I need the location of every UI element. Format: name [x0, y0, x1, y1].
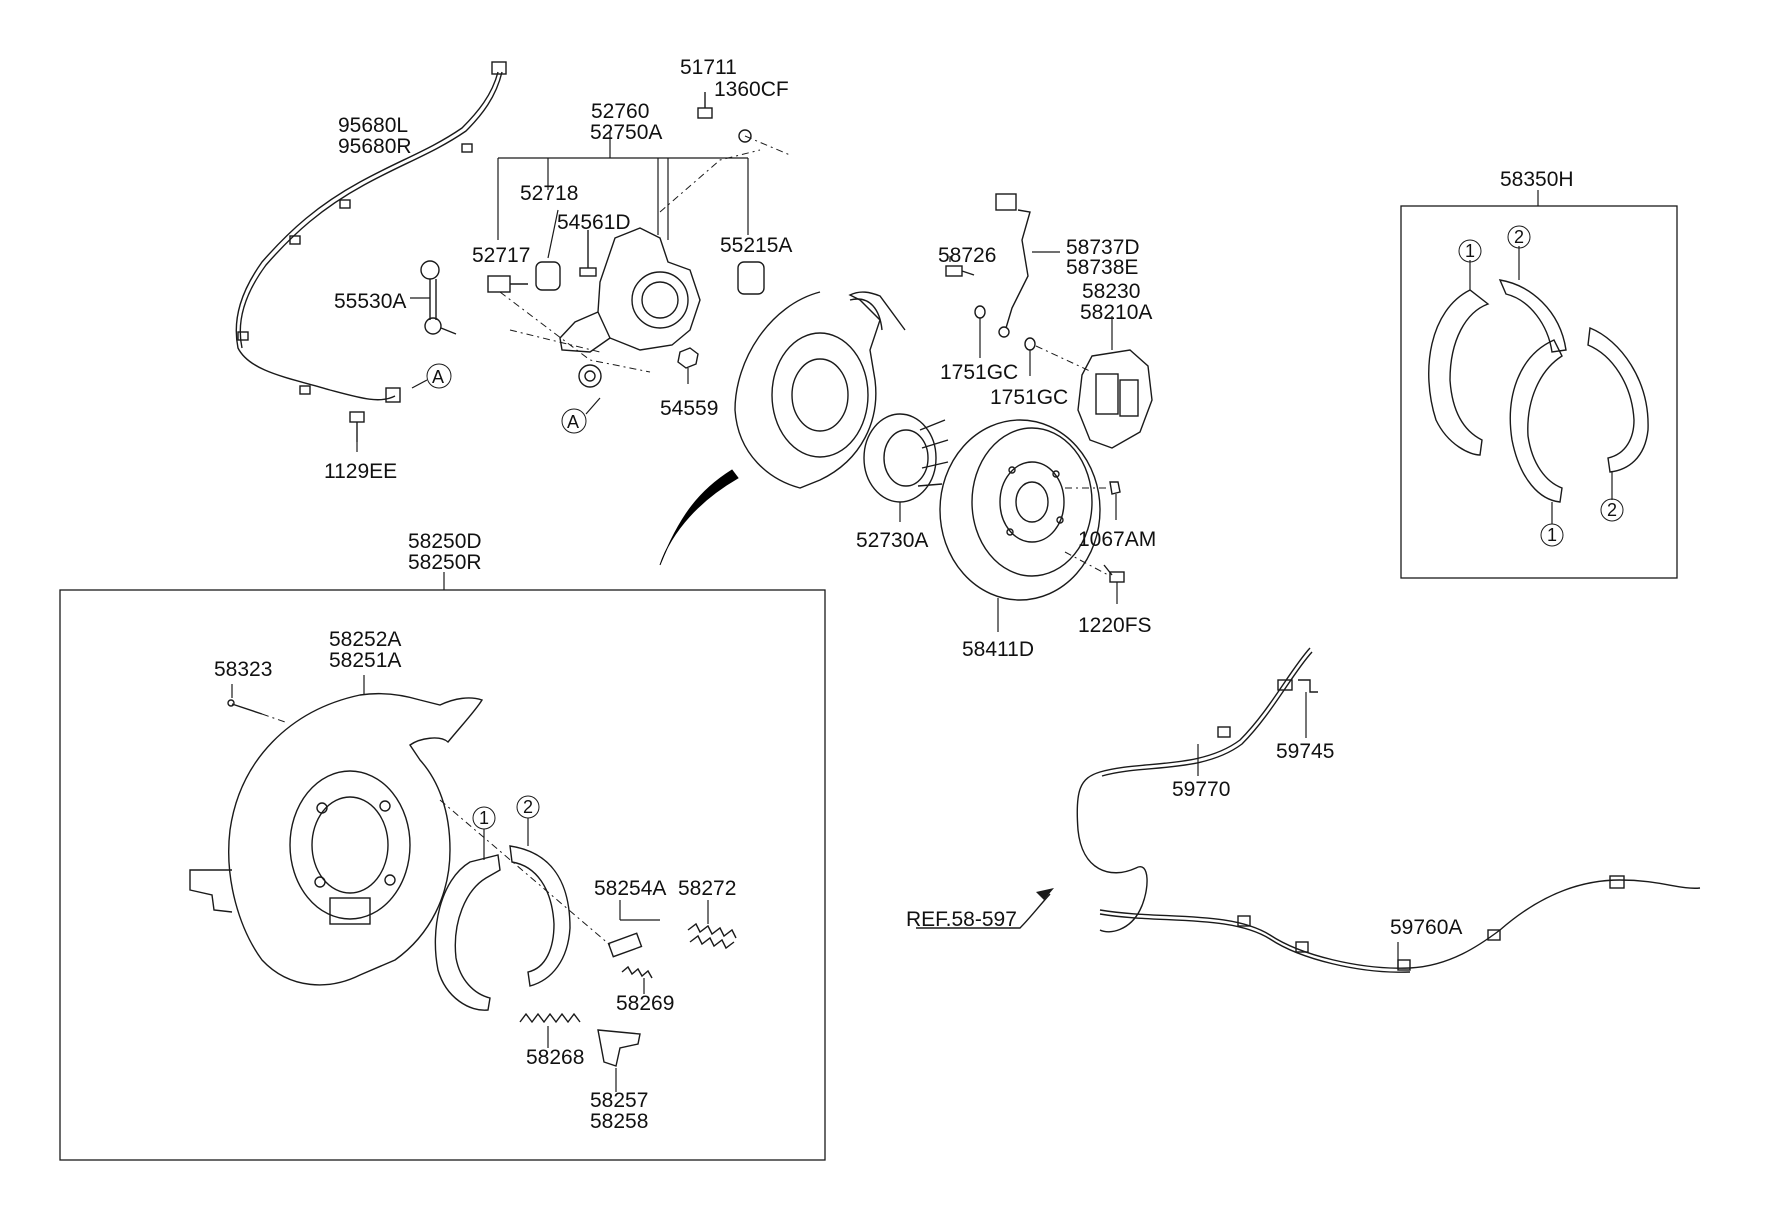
shoe-callout-1-text: 1 [479, 808, 489, 828]
label-52717: 52717 [472, 244, 530, 267]
spring-58268-part [519, 1012, 581, 1048]
bolt-54561d-part [579, 230, 597, 277]
caliper-part [1035, 316, 1153, 449]
parking-brake-assembly-box [59, 589, 826, 1161]
knuckle-bracket-lines [497, 130, 749, 259]
bolt-51711-part [697, 92, 791, 156]
ref-arrow [916, 888, 1054, 929]
kit-callout-2-top: 2 [1507, 225, 1531, 249]
cable-59770-part [1076, 647, 1313, 933]
nut-54559-part [677, 347, 699, 384]
label-58411d: 58411D [962, 638, 1034, 661]
label-95680l: 95680L [338, 114, 408, 137]
kit-callout-2-bottom-text: 2 [1607, 500, 1617, 520]
label-58737d: 58737D [1066, 236, 1140, 259]
label-1129ee: 1129EE [324, 460, 397, 483]
label-ref-58-597: REF.58-597 [906, 908, 1017, 931]
label-1220fs: 1220FS [1078, 614, 1152, 637]
label-58254a: 58254A [594, 877, 666, 900]
strut-58257-part [597, 1029, 641, 1092]
kit-callout-2-bottom: 2 [1600, 498, 1624, 522]
bolt-58726-part [945, 256, 975, 277]
adjuster-58254a-part [439, 799, 660, 958]
label-1360cf: 1360CF [714, 78, 789, 101]
label-59745: 59745 [1276, 740, 1334, 763]
brake-disc-part [939, 419, 1111, 632]
label-58323: 58323 [214, 658, 272, 681]
backing-plate-lower [189, 675, 484, 986]
shoe-callout-1: 1 [472, 806, 496, 830]
callout-a-lower: A [561, 397, 601, 434]
label-58257: 58257 [590, 1089, 648, 1112]
label-54559: 54559 [660, 397, 718, 420]
clip-59745-part [1298, 679, 1318, 738]
shoe-2-part [509, 818, 571, 987]
knuckle-assembly [487, 149, 765, 388]
label-58738e: 58738E [1066, 256, 1138, 279]
wheel-speed-sensor-cable [235, 61, 507, 403]
cable-59760a-part [1099, 875, 1701, 973]
shoe-callout-2: 2 [516, 795, 540, 819]
label-58252a: 58252A [329, 628, 401, 651]
label-58251a: 58251A [329, 649, 401, 672]
label-52718: 52718 [520, 182, 578, 205]
washer-1751gc-a-part [974, 305, 986, 358]
label-1751gc-b: 1751GC [990, 386, 1068, 409]
label-54561d: 54561D [557, 211, 631, 234]
part-labels: 95680L 95680R 55530A 1129EE 52760 52750A… [214, 56, 1574, 1133]
label-51711: 51711 [680, 56, 737, 79]
label-58250d: 58250D [408, 530, 482, 553]
label-58268: 58268 [526, 1046, 584, 1069]
pointer-wedge [659, 469, 739, 566]
callout-a-upper: A [411, 363, 452, 389]
hub-bearing-part [863, 413, 949, 522]
stabilizer-link-part [410, 260, 457, 335]
kit-shoe-set [1428, 246, 1649, 524]
backing-plate-upper [734, 291, 906, 489]
pin-58323-part [227, 684, 286, 723]
label-58272: 58272 [678, 877, 736, 900]
shoe-1-part [434, 829, 501, 1011]
brake-hose-part [995, 193, 1060, 338]
bolt-1220fs-part [1103, 564, 1125, 604]
washer-1751gc-b-part [1024, 337, 1036, 376]
callout-a-lower-text: A [567, 412, 579, 432]
spring-58272-part [687, 900, 737, 950]
label-58258: 58258 [590, 1110, 648, 1133]
kit-callout-1-bottom: 1 [1540, 523, 1564, 547]
label-58250r: 58250R [408, 551, 482, 574]
kit-callout-2-top-text: 2 [1514, 227, 1524, 247]
label-58269: 58269 [616, 992, 674, 1015]
shoe-callout-2-text: 2 [523, 797, 533, 817]
kit-callout-1-bottom-text: 1 [1547, 525, 1557, 545]
label-95680r: 95680R [338, 135, 412, 158]
parking-shoe-kit-box [1400, 205, 1678, 579]
screw-1067am-part [1109, 481, 1121, 520]
label-1067am: 1067AM [1078, 528, 1156, 551]
label-52760: 52760 [591, 100, 649, 123]
label-55530a: 55530A [334, 290, 406, 313]
kit-callout-1-top-text: 1 [1465, 241, 1475, 261]
label-59770: 59770 [1172, 778, 1230, 801]
label-58350h: 58350H [1500, 168, 1574, 191]
label-58726: 58726 [938, 244, 996, 267]
label-1751gc-a: 1751GC [940, 361, 1018, 384]
label-52750a: 52750A [590, 121, 662, 144]
callout-a-upper-text: A [432, 367, 444, 387]
kit-callout-1-top: 1 [1458, 239, 1482, 263]
label-59760a: 59760A [1390, 916, 1462, 939]
label-55215a: 55215A [720, 234, 792, 257]
bolt-1129ee-part [349, 411, 365, 452]
label-58230: 58230 [1082, 280, 1140, 303]
label-58210a: 58210A [1080, 301, 1152, 324]
label-52730a: 52730A [856, 529, 928, 552]
spring-58269-part [621, 965, 653, 994]
